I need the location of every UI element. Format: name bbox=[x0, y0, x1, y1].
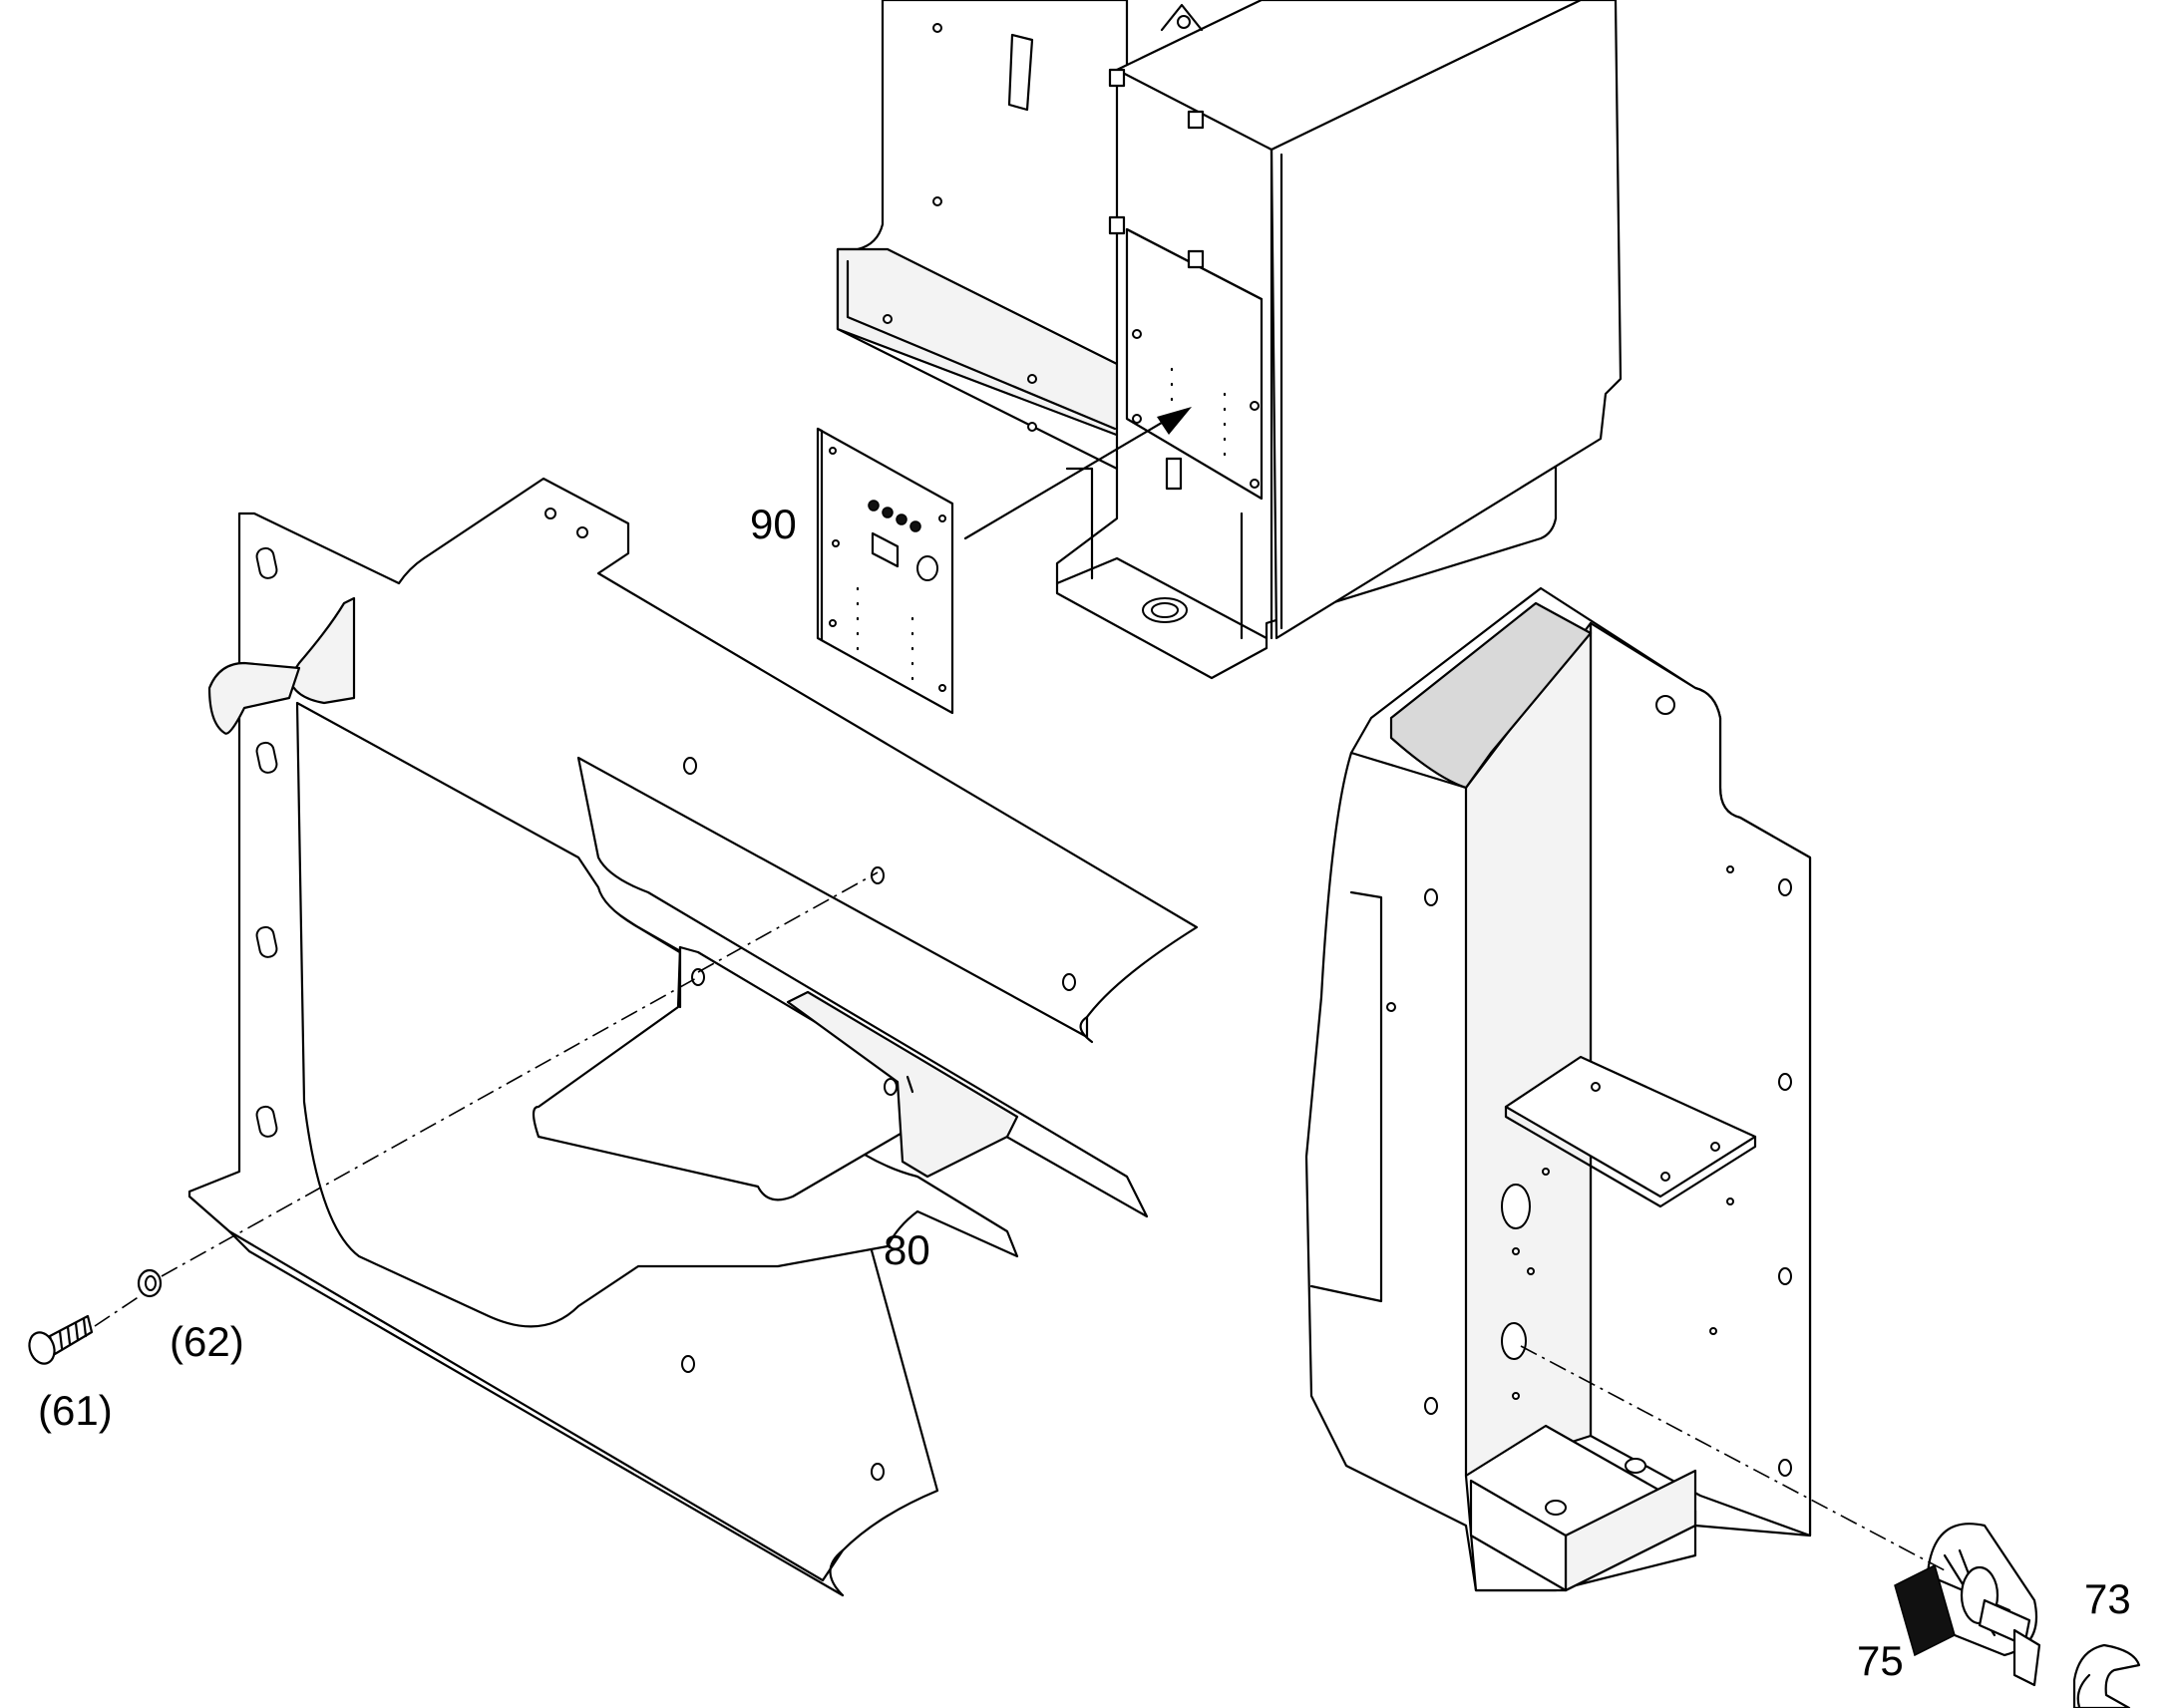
callout-80: 80 bbox=[884, 1226, 930, 1273]
callout-61: (61) bbox=[38, 1387, 113, 1434]
assembly-centerline-upper bbox=[697, 871, 879, 973]
washer bbox=[137, 1268, 163, 1298]
callout-75: 75 bbox=[1857, 1637, 1904, 1684]
spring-clip bbox=[2072, 1643, 2141, 1708]
callout-62: (62) bbox=[170, 1318, 244, 1365]
right-side-frame bbox=[1304, 586, 1812, 1592]
panel-arrow-head bbox=[1157, 407, 1192, 435]
callout-90: 90 bbox=[750, 501, 797, 547]
callout-73: 73 bbox=[2084, 1575, 2131, 1622]
assembly-centerline-switch bbox=[1520, 1345, 1946, 1571]
enclosure-housing bbox=[836, 0, 1623, 680]
tray-bracket bbox=[532, 945, 1019, 1201]
hex-bolt bbox=[28, 1314, 94, 1365]
assembly-centerline-frame bbox=[161, 976, 699, 1277]
assembly-centerline-bolt bbox=[94, 1295, 141, 1327]
control-panel-plate bbox=[816, 427, 954, 715]
panel-insertion-arrow bbox=[963, 415, 1174, 540]
key-switch bbox=[1894, 1523, 2041, 1687]
